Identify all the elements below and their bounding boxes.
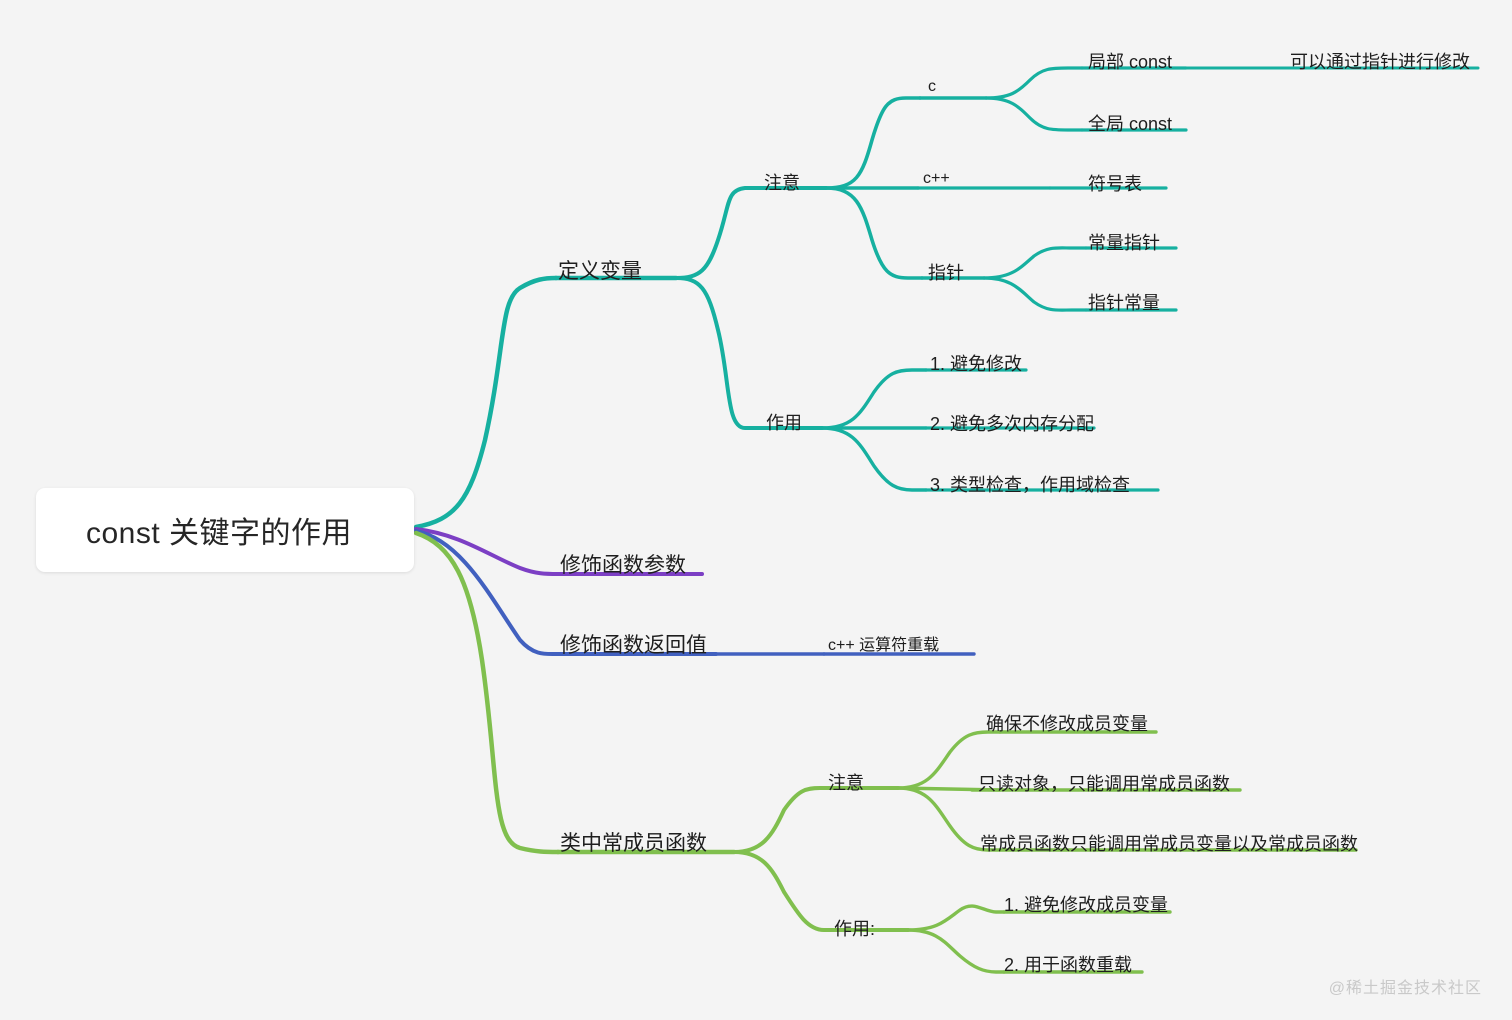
node-class-purpose-item-2-label: 2. 用于函数重载	[1004, 955, 1133, 975]
link-zuoyong-to-zy1	[820, 368, 928, 430]
node-define-variable[interactable]: 定义变量	[558, 255, 642, 285]
node-modify-function-parameter-label: 修饰函数参数	[560, 554, 686, 577]
node-note-item-2-label: 只读对象，只能调用常成员函数	[978, 774, 1230, 794]
node-class-purpose-item-1-label: 1. 避免修改成员变量	[1004, 895, 1169, 915]
node-note-define-variable-label: 注意	[764, 173, 800, 193]
link-root-to-dingyibianliang	[413, 275, 559, 530]
link-c-to-jubu	[984, 66, 1084, 100]
link-zuoyong2-to-j1	[906, 904, 1006, 932]
node-modify-via-pointer[interactable]: 可以通过指针进行修改	[1290, 48, 1470, 74]
node-class-const-member-function[interactable]: 类中常成员函数	[560, 827, 707, 857]
node-global-const-label: 全局 const	[1088, 114, 1173, 134]
node-pointer-const-label: 指针常量	[1088, 293, 1160, 313]
root-node[interactable]: const 关键字的作用	[36, 488, 414, 572]
node-modify-return-value-label: 修饰函数返回值	[560, 634, 707, 657]
node-purpose-item-2[interactable]: 2. 避免多次内存分配	[930, 410, 1094, 436]
node-purpose-class-const[interactable]: 作用:	[834, 915, 875, 941]
node-note-define-variable[interactable]: 注意	[764, 169, 800, 195]
node-purpose-class-const-label: 作用:	[834, 919, 876, 939]
node-modify-function-parameter[interactable]: 修饰函数参数	[560, 549, 686, 579]
link-zuoyong-to-zy3	[820, 426, 928, 492]
node-modify-via-pointer-label: 可以通过指针进行修改	[1290, 52, 1470, 72]
node-pointer[interactable]: 指针	[928, 259, 964, 285]
link-zhizhen-to-zhizhenchangliang	[982, 276, 1088, 312]
link-leizhong-to-zuoyong2	[732, 850, 834, 932]
link-zhuyi-to-zhizhen	[824, 186, 924, 280]
link-zhizhen-to-changliangzhizhen	[982, 246, 1088, 280]
node-language-c[interactable]: c	[928, 78, 936, 96]
link-dingyibianliang-to-zuoyong	[674, 276, 764, 430]
node-class-const-member-function-label: 类中常成员函数	[560, 832, 707, 855]
node-purpose-item-2-label: 2. 避免多次内存分配	[930, 414, 1095, 434]
link-leizhong-to-zhuyi2	[732, 786, 828, 854]
node-language-c-label: c	[928, 78, 936, 95]
node-global-const[interactable]: 全局 const	[1088, 110, 1172, 136]
node-local-const-label: 局部 const	[1088, 52, 1173, 72]
node-const-pointer-label: 常量指针	[1088, 233, 1160, 253]
node-note-item-2[interactable]: 只读对象，只能调用常成员函数	[978, 770, 1230, 796]
node-note-class-const[interactable]: 注意	[828, 769, 864, 795]
node-purpose-define-variable[interactable]: 作用	[766, 409, 802, 435]
link-root-to-xiushicanshu	[414, 527, 560, 576]
node-note-class-const-label: 注意	[828, 773, 864, 793]
link-root-to-xiushifanhui	[414, 529, 560, 657]
root-node-label: const 关键字的作用	[86, 517, 353, 550]
node-symbol-table[interactable]: 符号表	[1088, 170, 1142, 196]
node-class-purpose-item-1[interactable]: 1. 避免修改成员变量	[1004, 891, 1168, 917]
node-local-const[interactable]: 局部 const	[1088, 48, 1172, 74]
node-purpose-item-3[interactable]: 3. 类型检查，作用域检查	[930, 471, 1130, 497]
node-pointer-label: 指针	[928, 263, 964, 283]
node-symbol-table-label: 符号表	[1088, 174, 1142, 194]
node-pointer-const[interactable]: 指针常量	[1088, 289, 1160, 315]
node-define-variable-label: 定义变量	[558, 260, 642, 283]
node-note-item-3-label: 常成员函数只能调用常成员变量以及常成员函数	[980, 834, 1358, 854]
link-zuoyong2-to-j2	[906, 928, 1006, 974]
node-note-item-1-label: 确保不修改成员变量	[986, 714, 1148, 734]
node-purpose-define-variable-label: 作用	[766, 413, 802, 433]
link-c-to-quanju	[984, 96, 1084, 132]
node-language-cpp-label: c++	[923, 170, 950, 187]
node-cpp-operator-overload-label: c++ 运算符重载	[828, 637, 940, 654]
node-class-purpose-item-2[interactable]: 2. 用于函数重载	[1004, 951, 1132, 977]
node-const-pointer[interactable]: 常量指针	[1088, 229, 1160, 255]
node-note-item-1[interactable]: 确保不修改成员变量	[986, 710, 1148, 736]
link-dingyibianliang-to-zhuyi	[674, 186, 764, 280]
node-note-item-3[interactable]: 常成员函数只能调用常成员变量以及常成员函数	[980, 830, 1358, 856]
node-purpose-item-1-label: 1. 避免修改	[930, 354, 1023, 374]
watermark: @稀土掘金技术社区	[1328, 980, 1482, 997]
node-cpp-operator-overload[interactable]: c++ 运算符重载	[828, 631, 939, 655]
node-purpose-item-3-label: 3. 类型检查，作用域检查	[930, 475, 1131, 495]
link-root-to-leizhong	[413, 530, 561, 855]
node-purpose-item-1[interactable]: 1. 避免修改	[930, 350, 1022, 376]
node-language-cpp[interactable]: c++	[923, 170, 950, 188]
node-modify-return-value[interactable]: 修饰函数返回值	[560, 629, 707, 659]
link-zhuyi-to-c	[824, 96, 922, 190]
